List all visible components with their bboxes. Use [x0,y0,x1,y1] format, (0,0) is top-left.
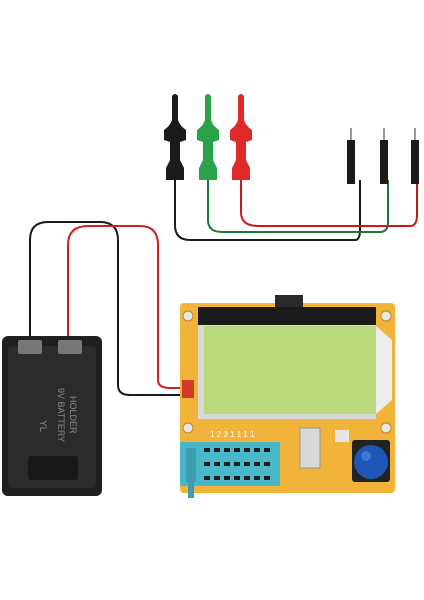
black-probe-clip [164,94,186,180]
red-probe-clip [230,94,252,180]
probe-clip-icon [164,94,186,180]
battery-holder-icon: YL 9V BATTERY HOLDER [2,336,102,496]
pin-lead-icon [380,128,388,184]
pin-labels: 1 2 3 1 1 1 1 [210,430,255,439]
black-probe-wire [174,180,361,241]
test-button-icon [352,440,390,482]
green-probe-clip [197,94,219,180]
battery-holder-line2: HOLDER [68,396,78,434]
red-probe-wire [240,180,418,227]
probe-wires [174,180,418,241]
pin-lead-icon [347,128,355,184]
battery-holder-line1: 9V BATTERY [56,388,66,442]
lcd-screen-icon [204,326,376,414]
pin-leads [347,128,419,184]
zif-socket-icon [180,442,280,498]
battery-holder-brand: YL [37,420,48,433]
pin-lead-icon [411,128,419,184]
probe-clip-icon [230,94,252,180]
probe-clip-icon [197,94,219,180]
battery-red-wire [67,225,185,389]
tester-board: 1 2 3 1 1 1 1 [180,295,395,498]
